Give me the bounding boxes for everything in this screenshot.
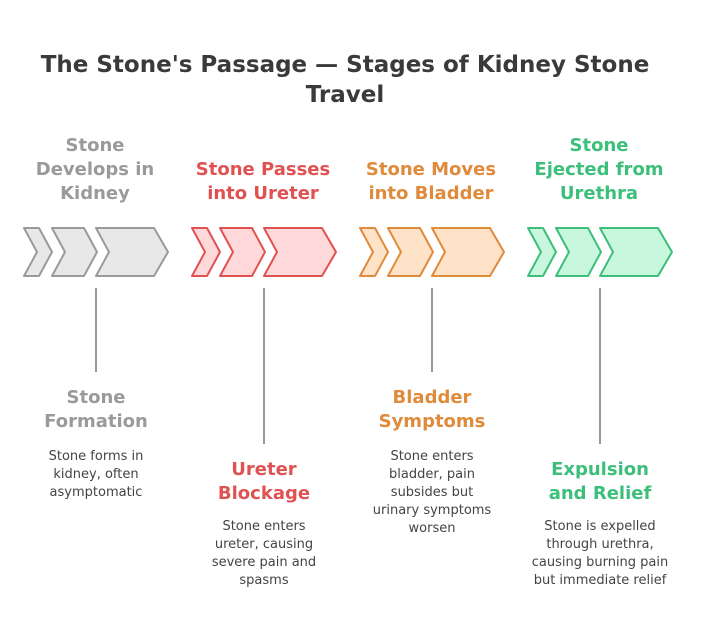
stage-4-chevrons <box>527 227 673 277</box>
stage-2-description-line: severe pain and <box>211 555 317 570</box>
chevron-large-icon <box>599 227 673 277</box>
chevron-medium-icon <box>387 227 434 277</box>
stage-2-heading: Ureter Blockage <box>179 458 349 506</box>
chevron-small-icon <box>23 227 53 277</box>
stage-4-description-line: but immediate relief <box>533 573 667 588</box>
page-title: The Stone's Passage — Stages of Kidney S… <box>0 50 690 110</box>
stage-4-heading: Expulsion and Relief <box>515 458 685 506</box>
stage-1-heading-line: Formation <box>44 411 148 432</box>
title-line-1: The Stone's Passage — Stages of Kidney S… <box>40 52 650 78</box>
stage-4-title-line: Ejected from <box>534 159 664 180</box>
stage-1-description-line: asymptomatic <box>49 485 143 500</box>
chevron-large-icon <box>95 227 169 277</box>
stage-2-title: Stone Passes into Ureter <box>183 158 343 206</box>
stage-2-title-line: Stone Passes <box>195 159 331 180</box>
title-line-2: Travel <box>305 82 385 108</box>
chevron-medium-icon <box>51 227 98 277</box>
stage-1-title: Stone Develops in Kidney <box>15 134 175 206</box>
stage-3-heading-line: Symptoms <box>378 411 486 432</box>
chevron-small-icon <box>527 227 557 277</box>
stage-2-description-line: spasms <box>239 573 289 588</box>
stage-3-title: Stone Moves into Bladder <box>351 158 511 206</box>
stage-1-description-line: kidney, often <box>53 467 139 482</box>
stage-2-chevrons <box>191 227 337 277</box>
chevron-medium-icon <box>555 227 602 277</box>
chevron-large-icon <box>263 227 337 277</box>
stage-3-description-line: Stone enters <box>390 449 474 464</box>
chevron-large-icon <box>431 227 505 277</box>
stage-3-description-line: worsen <box>408 521 456 536</box>
stage-2-description-line: Stone enters <box>222 519 306 534</box>
stage-4-title-line: Urethra <box>559 183 639 204</box>
stage-3-description-line: subsides but <box>390 485 474 500</box>
stage-4-heading-line: and Relief <box>548 483 652 504</box>
stage-1-description-line: Stone forms in <box>48 449 144 464</box>
stage-4-description-line: through urethra, <box>546 537 654 552</box>
stage-4-description: Stone is expelled through urethra, causi… <box>515 518 685 590</box>
stage-4-heading-line: Expulsion <box>551 459 649 480</box>
stage-2-title-line: into Ureter <box>207 183 319 204</box>
stage-4-description-line: causing burning pain <box>531 555 669 570</box>
stage-3-description-line: urinary symptoms <box>372 503 492 518</box>
stage-4-title-line: Stone <box>569 135 629 156</box>
stage-1-description: Stone forms in kidney, often asymptomati… <box>11 448 181 502</box>
stage-3-heading: Bladder Symptoms <box>347 386 517 434</box>
stage-3-description: Stone enters bladder, pain subsides but … <box>347 448 517 538</box>
stage-3-title-line: Stone Moves <box>365 159 497 180</box>
stage-1-heading-line: Stone <box>66 387 126 408</box>
stage-1-title-line: Stone <box>65 135 125 156</box>
stage-1-chevrons <box>23 227 169 277</box>
stage-1-title-line: Kidney <box>60 183 130 204</box>
stage-4-description-line: Stone is expelled <box>544 519 656 534</box>
stage-3-chevrons <box>359 227 505 277</box>
stage-3-heading-line: Bladder <box>392 387 472 408</box>
stage-1-heading: Stone Formation <box>11 386 181 434</box>
stage-1-title-line: Develops in <box>35 159 155 180</box>
chevron-medium-icon <box>219 227 266 277</box>
stage-3-title-line: into Bladder <box>368 183 494 204</box>
stage-3-description-line: bladder, pain <box>388 467 475 482</box>
chevron-small-icon <box>359 227 389 277</box>
chevron-small-icon <box>191 227 221 277</box>
stage-2-heading-line: Ureter <box>231 459 297 480</box>
stage-2-heading-line: Blockage <box>217 483 311 504</box>
stage-4-title: Stone Ejected from Urethra <box>519 134 679 206</box>
stage-2-description-line: ureter, causing <box>214 537 314 552</box>
stage-2-description: Stone enters ureter, causing severe pain… <box>179 518 349 590</box>
